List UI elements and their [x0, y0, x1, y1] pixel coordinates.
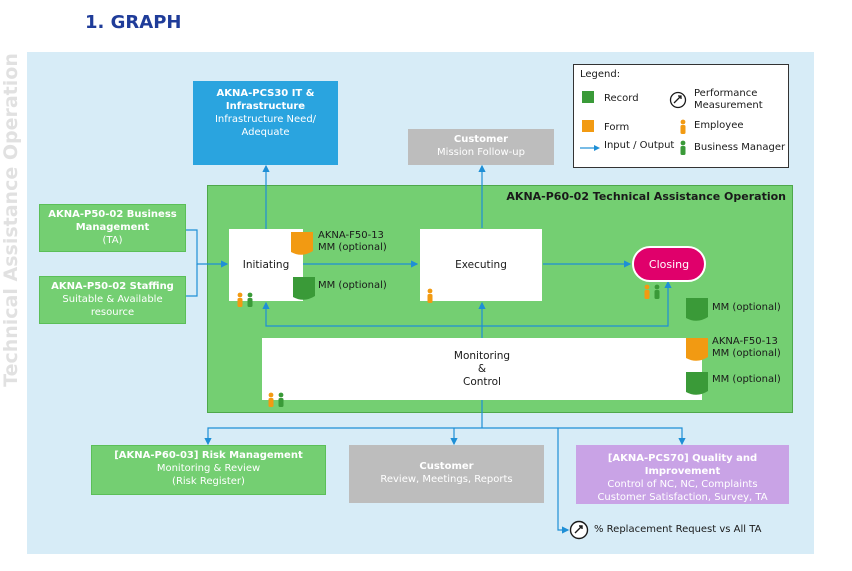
legend-employee: Employee [694, 120, 744, 131]
executing-box: Executing [420, 229, 542, 301]
record-doc-icon [686, 298, 708, 321]
page-title: 1. GRAPH [85, 12, 182, 33]
close-record-label: MM (optional) [712, 302, 781, 313]
employee-icon [680, 119, 686, 134]
legend-io: Input / Output [604, 140, 675, 151]
initiating-box: Initiating [229, 229, 303, 301]
record-doc-icon [686, 372, 708, 395]
business-manager-icon [680, 140, 686, 155]
mon-form-label-2: MM (optional) [712, 348, 781, 359]
closing-node: Closing [632, 246, 706, 282]
performance-gauge-icon [669, 91, 687, 109]
kpi-label: % Replacement Request vs All TA [594, 524, 762, 535]
process-title: AKNA-P60-02 Technical Assistance Operati… [506, 190, 786, 203]
employee-manager-icon [268, 392, 284, 407]
legend-record: Record [604, 93, 639, 104]
legend-title: Legend: [580, 69, 621, 80]
form-doc-icon [291, 232, 313, 255]
init-record-label: MM (optional) [318, 280, 387, 291]
monitoring-box: Monitoring&Control [262, 338, 702, 400]
employee-icon [427, 288, 433, 303]
side-title: Technical Assistance Operation [0, 53, 22, 387]
init-form-label: AKNA-F50-13 [318, 230, 384, 241]
mon-record-label: MM (optional) [712, 374, 781, 385]
legend-form: Form [604, 122, 630, 133]
performance-gauge-icon [569, 520, 589, 540]
employee-manager-icon [237, 292, 253, 307]
record-legend-icon [582, 91, 594, 103]
legend-box: Legend: Record Form Input / Output Perfo… [573, 64, 789, 168]
io-arrow-icon [580, 145, 600, 151]
form-doc-icon [686, 338, 708, 361]
init-form-label-2: MM (optional) [318, 242, 387, 253]
legend-manager: Business Manager [694, 142, 786, 153]
record-doc-icon [293, 277, 315, 300]
employee-manager-icon [644, 284, 660, 299]
p50-mgmt-box: AKNA-P50-02 Business Management(TA) [39, 204, 186, 252]
mon-form-label: AKNA-F50-13 [712, 336, 778, 347]
legend-perf: Performance Measurement [694, 88, 763, 111]
form-legend-icon [582, 120, 594, 132]
